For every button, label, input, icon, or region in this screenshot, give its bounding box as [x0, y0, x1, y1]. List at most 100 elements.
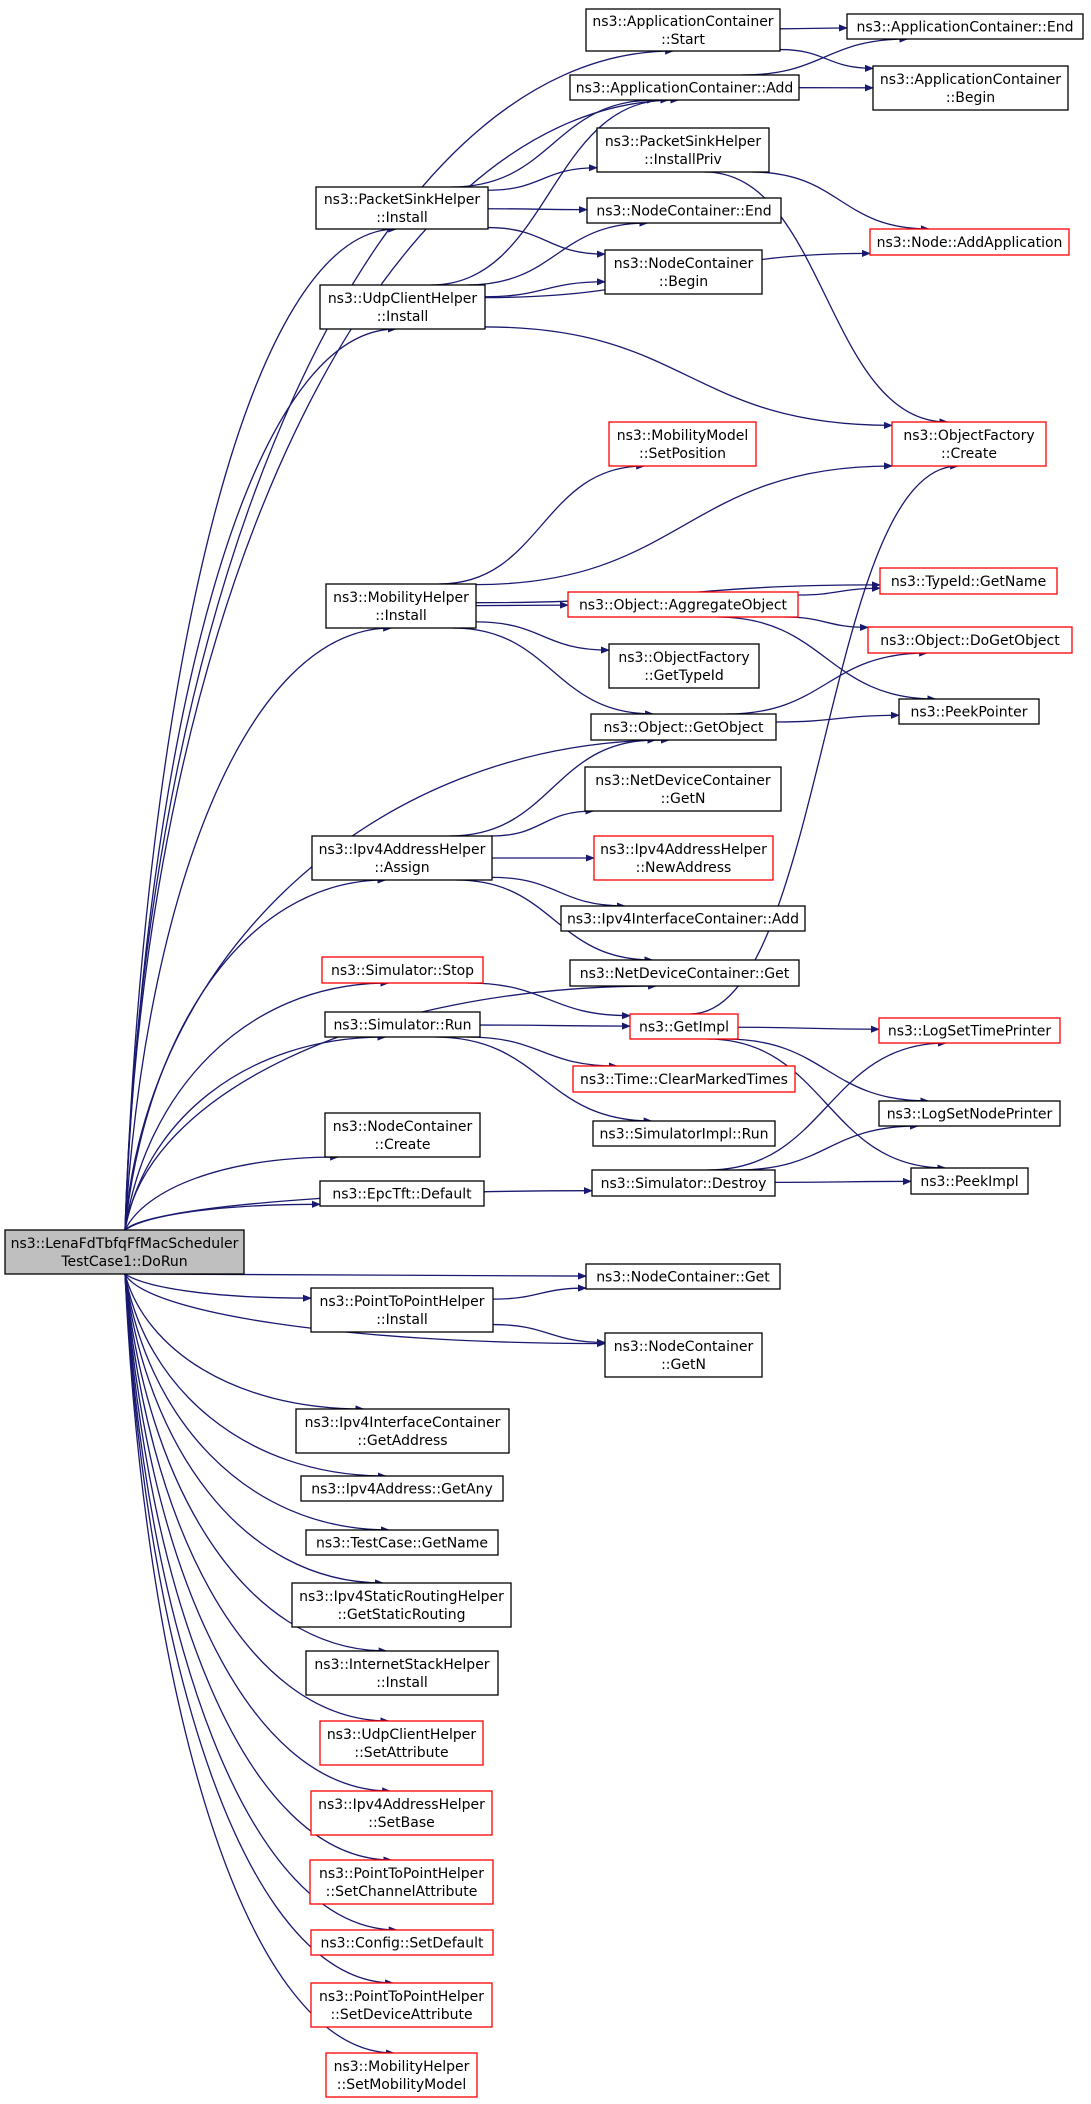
- node-simDestroy[interactable]: ns3::Simulator::Destroy: [591, 1169, 776, 1197]
- node-ipv4Assign[interactable]: ns3::Ipv4AddressHelper::Assign: [311, 835, 493, 881]
- node-epcDefault[interactable]: ns3::EpcTft::Default: [319, 1180, 485, 1207]
- node-label-line: ns3::SimulatorImpl::Run: [600, 1127, 769, 1143]
- node-p2pChanAttr[interactable]: ns3::PointToPointHelper::SetChannelAttri…: [309, 1859, 494, 1905]
- node-box: [569, 74, 800, 101]
- call-edge-psInstallPriv-to-nodeAddApp: [751, 171, 930, 233]
- node-ncGetN[interactable]: ns3::NodeContainer::GetN: [604, 1332, 763, 1378]
- node-logTime[interactable]: ns3::LogSetTimePrinter: [878, 1017, 1061, 1044]
- node-label-line: ns3::PeekPointer: [911, 705, 1028, 721]
- node-simStop[interactable]: ns3::Simulator::Stop: [321, 956, 484, 984]
- node-nodeAddApp[interactable]: ns3::Node::AddApplication: [869, 228, 1070, 256]
- node-box: [592, 1120, 776, 1147]
- node-ipv4SetBase[interactable]: ns3::Ipv4AddressHelper::SetBase: [310, 1790, 493, 1836]
- node-label-line: ns3::PacketSinkHelper: [324, 192, 481, 208]
- node-udpInstall[interactable]: ns3::UdpClientHelper::Install: [319, 284, 486, 330]
- node-getImpl[interactable]: ns3::GetImpl: [629, 1013, 739, 1040]
- node-box: [315, 186, 489, 230]
- node-label-line: ns3::Simulator::Run: [333, 1018, 471, 1034]
- node-label-line: TestCase1::DoRun: [60, 1254, 187, 1270]
- node-box: [629, 1013, 739, 1040]
- node-label-line: ns3::Simulator::Stop: [331, 963, 474, 979]
- node-appStart[interactable]: ns3::ApplicationContainer::Start: [585, 8, 781, 52]
- node-psInstall[interactable]: ns3::PacketSinkHelper::Install: [315, 186, 489, 230]
- node-appBegin[interactable]: ns3::ApplicationContainer::Begin: [872, 65, 1069, 111]
- call-edge-root-to-udpInstall: [124, 325, 397, 1231]
- node-ofGetTypeId[interactable]: ns3::ObjectFactory::GetTypeId: [608, 643, 760, 689]
- node-label-line: ns3::LogSetNodePrinter: [887, 1107, 1053, 1123]
- node-mobInstall[interactable]: ns3::MobilityHelper::Install: [325, 583, 477, 629]
- node-p2pDevAttr[interactable]: ns3::PointToPointHelper::SetDeviceAttrib…: [310, 1982, 493, 2028]
- node-p2pInstall[interactable]: ns3::PointToPointHelper::Install: [310, 1287, 494, 1333]
- call-edge-root-to-epcDefault: [124, 1200, 321, 1231]
- node-mmSetPos[interactable]: ns3::MobilityModel::SetPosition: [608, 421, 757, 467]
- node-peekPointer[interactable]: ns3::PeekPointer: [898, 698, 1040, 725]
- node-label-line: ns3::EpcTft::Default: [332, 1187, 472, 1203]
- call-edge-simDestroy-to-peekImpl: [774, 1177, 912, 1186]
- function-nodes: ns3::LenaFdTbfqFfMacSchedulerTestCase1::…: [4, 8, 1084, 2098]
- node-box: [310, 1929, 494, 1956]
- node-ipv4IfcGetAddr[interactable]: ns3::Ipv4InterfaceContainer::GetAddress: [295, 1408, 510, 1454]
- node-ofCreate[interactable]: ns3::ObjectFactory::Create: [891, 421, 1047, 467]
- call-edge-root-to-p2pChanAttr: [124, 1273, 393, 1864]
- node-label-line: ns3::LenaFdTbfqFfMacScheduler: [11, 1236, 239, 1252]
- call-edge-root-to-ipv4IfcGetAddr: [124, 1273, 365, 1413]
- node-box: [586, 197, 782, 224]
- node-ndcGetN[interactable]: ns3::NetDeviceContainer::GetN: [584, 766, 782, 812]
- call-edge-appStart-to-appBegin: [779, 48, 874, 72]
- node-label-line: ::Create: [941, 446, 997, 462]
- node-label-line: ns3::Ipv4Address::GetAny: [311, 1482, 493, 1498]
- node-box: [310, 1982, 493, 2028]
- node-label-line: ::Assign: [374, 860, 429, 876]
- call-edge-root-to-cfgSetDefault: [124, 1273, 398, 1934]
- node-inetInstall[interactable]: ns3::InternetStackHelper::Install: [305, 1650, 499, 1696]
- node-root[interactable]: ns3::LenaFdTbfqFfMacSchedulerTestCase1::…: [4, 1229, 245, 1275]
- node-appAdd[interactable]: ns3::ApplicationContainer::Add: [569, 74, 800, 101]
- node-simRun[interactable]: ns3::Simulator::Run: [324, 1011, 481, 1038]
- call-edge-udpInstall-to-appAdd: [430, 96, 670, 286]
- call-edge-getImpl-to-logNode: [725, 1038, 930, 1105]
- call-edge-root-to-psInstall: [124, 225, 398, 1231]
- call-edge-udpInstall-to-ncEnd: [466, 219, 649, 286]
- node-objDoGet[interactable]: ns3::Object::DoGetObject: [867, 626, 1073, 654]
- node-label-line: ns3::NodeContainer::Get: [596, 1270, 770, 1286]
- node-simImplRun[interactable]: ns3::SimulatorImpl::Run: [592, 1120, 776, 1147]
- node-psInstallPriv[interactable]: ns3::PacketSinkHelper::InstallPriv: [596, 127, 770, 173]
- node-cfgSetDefault[interactable]: ns3::Config::SetDefault: [310, 1929, 494, 1956]
- node-label-line: ns3::PointToPointHelper: [319, 1989, 484, 2005]
- call-edge-root-to-ipv4Assign: [124, 876, 387, 1231]
- node-box: [291, 1582, 512, 1628]
- node-label-line: ::GetN: [661, 1357, 706, 1373]
- node-box: [878, 1100, 1061, 1127]
- call-edge-psInstall-to-ncEnd: [487, 206, 588, 214]
- node-timeClear[interactable]: ns3::Time::ClearMarkedTimes: [572, 1065, 796, 1093]
- node-typeGetName[interactable]: ns3::TypeId::GetName: [879, 567, 1058, 595]
- node-box: [569, 959, 800, 987]
- call-edge-root-to-tcGetName: [124, 1273, 391, 1534]
- node-objGetObject[interactable]: ns3::Object::GetObject: [590, 713, 777, 741]
- node-staticRouting[interactable]: ns3::Ipv4StaticRoutingHelper::GetStaticR…: [291, 1582, 512, 1628]
- node-label-line: ns3::PeekImpl: [920, 1174, 1018, 1190]
- node-label-line: ns3::ObjectFactory: [618, 650, 749, 666]
- node-objAggr[interactable]: ns3::Object::AggregateObject: [567, 591, 799, 618]
- node-appEnd[interactable]: ns3::ApplicationContainer::End: [846, 13, 1084, 40]
- node-ncCreate[interactable]: ns3::NodeContainer::Create: [324, 1112, 481, 1158]
- node-ipv4IfcAdd[interactable]: ns3::Ipv4InterfaceContainer::Add: [560, 905, 806, 932]
- node-box: [4, 1229, 245, 1275]
- call-edge-root-to-p2pInstall: [124, 1273, 312, 1302]
- node-box: [572, 1065, 796, 1093]
- node-logNode[interactable]: ns3::LogSetNodePrinter: [878, 1100, 1061, 1127]
- call-edge-root-to-mobInstall: [124, 624, 393, 1231]
- node-ndcGet[interactable]: ns3::NetDeviceContainer::Get: [569, 959, 800, 987]
- node-label-line: ns3::Ipv4InterfaceContainer: [305, 1415, 501, 1431]
- node-ncGet[interactable]: ns3::NodeContainer::Get: [585, 1263, 781, 1290]
- node-ncBegin[interactable]: ns3::NodeContainer::Begin: [604, 249, 763, 295]
- node-tcGetName[interactable]: ns3::TestCase::GetName: [305, 1529, 499, 1556]
- node-ipv4NewAddr[interactable]: ns3::Ipv4AddressHelper::NewAddress: [593, 835, 774, 881]
- node-peekImpl[interactable]: ns3::PeekImpl: [910, 1167, 1029, 1195]
- call-edge-getImpl-to-peekImpl: [707, 1038, 947, 1172]
- node-udpSetAttr[interactable]: ns3::UdpClientHelper::SetAttribute: [319, 1720, 484, 1766]
- node-ipv4GetAny[interactable]: ns3::Ipv4Address::GetAny: [300, 1475, 504, 1502]
- node-mobSetModel[interactable]: ns3::MobilityHelper::SetMobilityModel: [325, 2052, 478, 2098]
- node-ncEnd[interactable]: ns3::NodeContainer::End: [586, 197, 782, 224]
- node-label-line: ::SetChannelAttribute: [326, 1884, 478, 1900]
